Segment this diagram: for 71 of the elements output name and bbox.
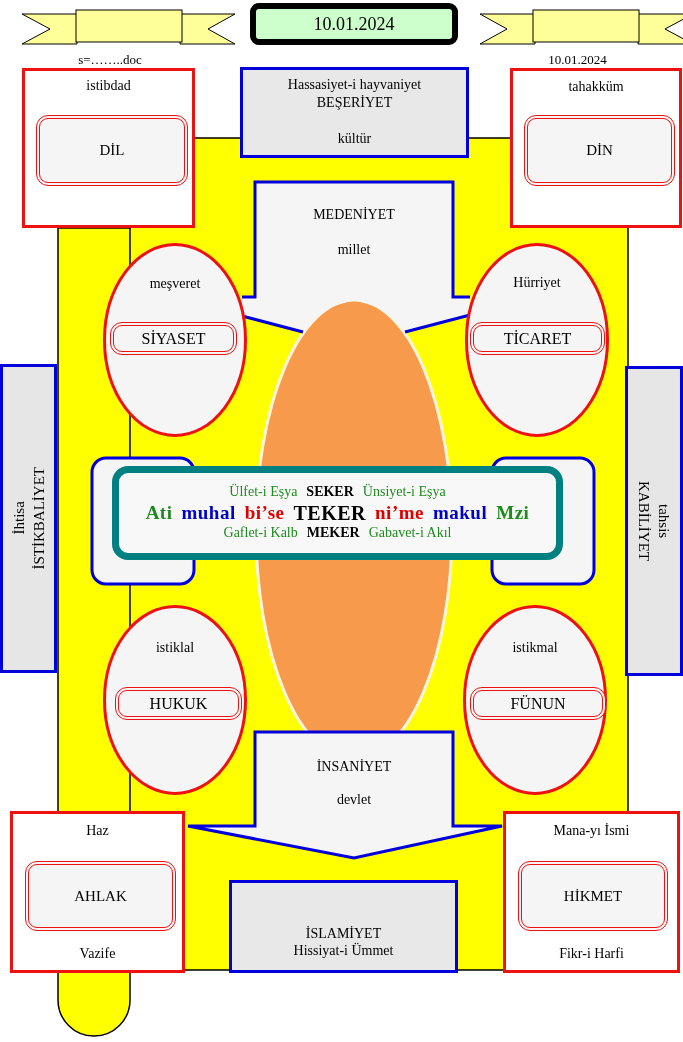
phrase-text: TEKER: [293, 501, 367, 525]
node-text: Hürriyet: [512, 275, 562, 291]
phrase-text: MEKER: [306, 525, 360, 541]
outer-frame: [10, 811, 185, 973]
node-text: millet: [336, 242, 372, 258]
concept-box: [110, 322, 237, 355]
node-text: İSLAMİYET: [304, 926, 383, 942]
oval-frame: [465, 243, 609, 437]
concept-box: [36, 115, 188, 186]
node-text: Mana-yı İsmi: [552, 823, 631, 839]
concept-label: AHLAK: [74, 887, 127, 905]
node-text: istiklal: [154, 640, 196, 656]
date-text: 10.01.2024: [313, 13, 395, 35]
phrase-text: Ati: [145, 502, 173, 524]
phrase-text: Gabavet-i Akıl: [368, 525, 452, 541]
concept-box: [470, 322, 605, 355]
node-text: tahakküm: [567, 79, 625, 95]
phrase-text: Gaflet-i Kalb: [223, 525, 298, 541]
phrase-text: makul: [432, 502, 488, 524]
outer-frame: [510, 68, 682, 228]
outer-frame: [503, 811, 680, 973]
node-text: BEŞERİYET: [315, 95, 394, 111]
phrase-text: Ülfet-i Eşya: [229, 484, 298, 500]
oval-frame: [463, 605, 607, 795]
phrase-text: bi’se: [244, 502, 285, 524]
phrase-text: muhal: [181, 502, 236, 524]
note-text: 10.01.2024: [547, 52, 608, 68]
node-text: Fikr-i Harfi: [558, 946, 625, 962]
node-text: kültür: [336, 131, 373, 147]
node-text: Hassasiyet-i hayvaniyet: [286, 77, 423, 93]
side-panel: [0, 364, 57, 673]
side-panel: [625, 366, 683, 676]
oval-frame: [103, 605, 247, 795]
phrase-text: SEKER: [306, 484, 354, 500]
phrase-text: ni’me: [375, 502, 424, 524]
pointed-panel: [188, 732, 502, 858]
note-text: s=……..doc: [77, 52, 143, 68]
concept-label: SİYASET: [141, 329, 206, 348]
concept-label: HUKUK: [149, 694, 208, 713]
vertical-text: İSTİKBALİYET: [29, 467, 48, 570]
node-text: meşveret: [148, 276, 202, 292]
concept-label: DİN: [586, 142, 613, 159]
node-text: Haz: [85, 823, 110, 839]
concept-box: [518, 861, 668, 931]
vertical-text: İhtisa: [9, 500, 28, 538]
concept-box: [115, 687, 242, 720]
outer-frame: [22, 68, 195, 228]
concept-label: HİKMET: [563, 887, 623, 905]
phrase-text: Ünsiyet-i Eşya: [362, 484, 446, 500]
node-text: İNSANİYET: [315, 759, 393, 775]
concept-label: TİCARET: [503, 329, 572, 348]
oval-frame: [103, 243, 247, 437]
node-text: istikmal: [511, 640, 559, 656]
vertical-text: tahsis: [655, 502, 673, 541]
center-panel: [112, 466, 563, 560]
node-text: devlet: [335, 792, 373, 808]
concept-box: [524, 115, 675, 186]
pointed-panel: [242, 182, 470, 332]
heading-box: [240, 67, 469, 158]
concept-label: FÜNUN: [510, 694, 566, 713]
date-box: [250, 3, 458, 45]
vertical-text: KABİLİYET: [635, 481, 653, 561]
node-text: MEDENİYET: [312, 207, 396, 223]
concept-box: [470, 687, 606, 720]
node-text: istibdad: [85, 78, 132, 94]
concept-box: [25, 861, 176, 931]
phrase-text: Mzi: [496, 502, 530, 524]
node-text: Vazife: [78, 946, 117, 962]
node-text: Hissiyat-i Ümmet: [292, 943, 395, 959]
heading-box: [229, 880, 458, 973]
concept-label: DİL: [99, 142, 125, 159]
